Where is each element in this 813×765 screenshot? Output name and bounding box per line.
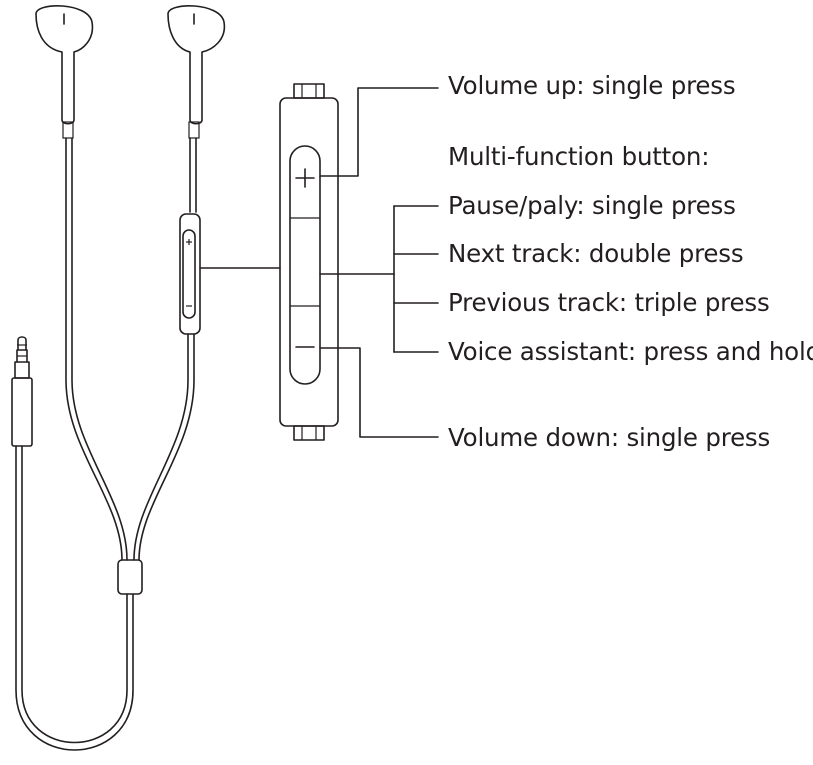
volume-down-leader xyxy=(319,347,439,438)
inline-remote xyxy=(179,213,201,335)
right-cable-lower-inner xyxy=(138,333,195,561)
volume-up-leader xyxy=(319,87,439,177)
previous-track-label: Previous track: triple press xyxy=(448,288,770,317)
right-cable-lower xyxy=(133,333,189,561)
volume-up-label: Volume up: single press xyxy=(448,71,736,100)
left-cable-inner xyxy=(71,137,128,561)
volume-down-label: Volume down: single press xyxy=(448,423,771,452)
next-track-label: Next track: double press xyxy=(448,239,744,268)
main-cable xyxy=(21,445,128,744)
pause-play-label: Pause/paly: single press xyxy=(448,191,736,220)
main-cable-inner xyxy=(15,445,134,751)
audio-jack xyxy=(11,336,33,447)
y-splitter xyxy=(117,559,143,595)
plus-icon xyxy=(295,168,315,188)
right-earbud xyxy=(167,5,226,139)
multi-function-label: Multi-function button: xyxy=(448,142,710,171)
left-cable xyxy=(65,137,123,561)
voice-assistant-label: Voice assistant: press and hold xyxy=(448,337,813,366)
left-earbud xyxy=(35,5,94,139)
enlarged-remote xyxy=(279,83,339,441)
